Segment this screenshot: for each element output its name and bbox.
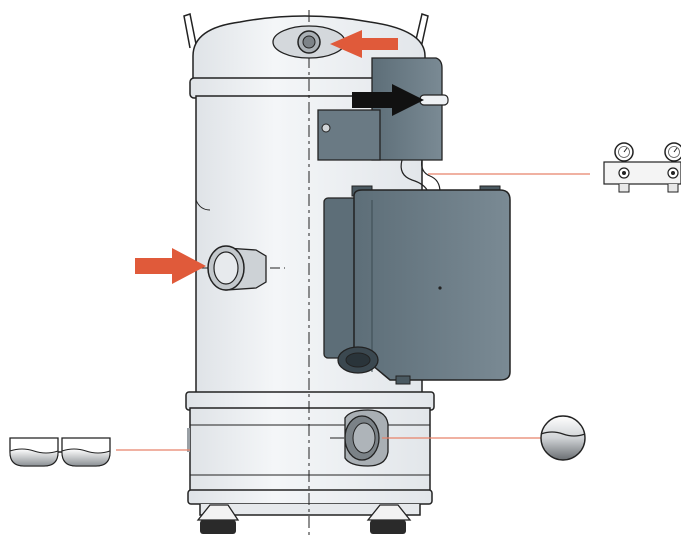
terminal-bracket [317,57,449,161]
suction-port [200,245,285,291]
pressure-gauge-manifold-icon [603,142,681,193]
electrical-box [323,185,511,385]
suction-arrow-icon [135,248,206,284]
outlet-arrow-icon [352,84,424,116]
shell-marker [187,428,190,452]
discharge-arrow-icon [330,30,398,58]
callout-lines [116,173,590,451]
oil-level-indicator-icon [540,415,586,461]
mounting-feet [196,504,412,534]
discharge-port [272,25,346,59]
oil-level-sightglass-pair-icon [9,437,111,467]
cable [400,159,441,193]
